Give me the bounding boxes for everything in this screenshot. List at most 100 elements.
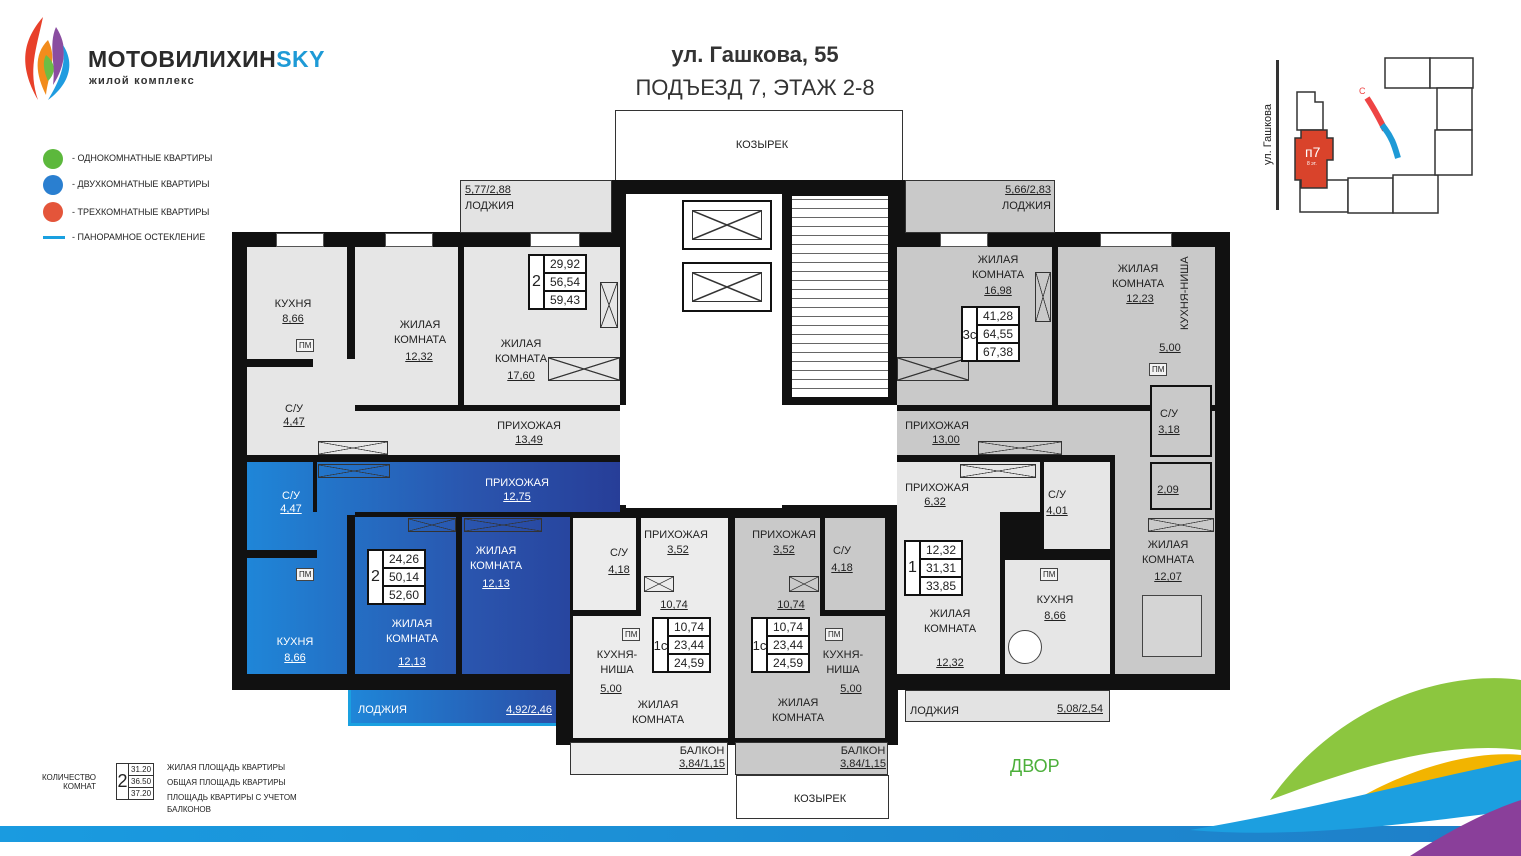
bathroom: [247, 367, 313, 455]
street-line: [1276, 60, 1279, 210]
room-area: 5,00: [1159, 342, 1181, 354]
key-description: ЖИЛАЯ ПЛОЩАДЬ КВАРТИРЫ: [167, 763, 286, 772]
room-area: 8,66: [282, 313, 304, 325]
hall-nook: [313, 359, 355, 455]
loggia: [348, 690, 556, 726]
room-label: КУХНЯ: [274, 298, 312, 310]
legend-dot-two-room: [43, 175, 63, 195]
decorative-swoosh-icon: [1190, 678, 1521, 856]
room-label: ЖИЛАЯ: [637, 699, 679, 711]
room-label: С/У: [1160, 408, 1178, 420]
room-label: ПРИХОЖАЯ: [485, 477, 549, 489]
living-area: 24,26: [384, 551, 424, 569]
room-area: 17,60: [507, 370, 535, 382]
wardrobe: [464, 518, 542, 532]
room-area: 4,47: [283, 416, 305, 428]
window: [530, 233, 580, 247]
loggia-area: 5,66/2,83: [1005, 184, 1051, 196]
loggia-area: 5,08/2,54: [1057, 703, 1103, 715]
key-description: БАЛКОНОВ: [167, 805, 211, 814]
balcony-label: БАЛКОН: [840, 745, 886, 757]
area-with-balcony: 67,38: [982, 345, 1014, 359]
room-area: 4,18: [831, 562, 853, 574]
bottom-band: [0, 826, 1521, 842]
room-label: ЖИЛАЯ: [977, 254, 1019, 266]
room-label: ПРИХОЖАЯ: [497, 420, 561, 432]
room-count: 2: [369, 551, 384, 603]
key-label-line: КОЛИЧЕСТВО: [41, 773, 96, 782]
room-label: КУХНЯ-: [822, 649, 864, 661]
room-count: 2: [530, 256, 545, 308]
room-label: КОМНАТА: [385, 633, 439, 645]
key-balcony-area: 37.20: [131, 789, 152, 798]
total-area: 56,54: [545, 274, 585, 292]
room-area: 5,00: [600, 683, 622, 695]
living-area: 12,32: [921, 542, 961, 560]
loggia-area: 5,77/2,88: [465, 184, 511, 196]
key-description: ОБЩАЯ ПЛОЩАДЬ КВАРТИРЫ: [167, 778, 286, 787]
room-count: 1с: [654, 619, 669, 671]
area-with-balcony: 59,43: [549, 293, 581, 307]
room-label: С/У: [833, 545, 851, 557]
room-label: КОМНАТА: [1111, 278, 1165, 290]
total-area: 64,55: [978, 326, 1018, 344]
dishwasher-label: ПМ: [296, 568, 315, 581]
room-label: ЖИЛАЯ: [475, 545, 517, 557]
total-area: 31,31: [921, 560, 961, 578]
wall: [456, 515, 462, 675]
room-label: КОМНАТА: [1141, 554, 1195, 566]
wall: [355, 512, 570, 517]
canopy-bottom-label: КОЗЫРЕК: [793, 793, 847, 805]
balcony-area: 3,84/1,15: [679, 758, 725, 770]
wardrobe: [897, 357, 969, 381]
wardrobe: [600, 282, 618, 328]
legend-label: - ПАНОРАМНОЕ ОСТЕКЛЕНИЕ: [72, 232, 206, 242]
logo-accent: SKY: [276, 46, 326, 72]
room-label: ПРИХОЖАЯ: [752, 529, 816, 541]
room-label: ЖИЛАЯ: [929, 608, 971, 620]
room-label: С/У: [610, 547, 628, 559]
room-area: 6,32: [924, 496, 946, 508]
wall: [573, 610, 641, 616]
wardrobe: [978, 441, 1062, 455]
logo-name: МОТОВИЛИХИН: [88, 46, 277, 72]
wall: [636, 518, 641, 613]
wardrobe: [1035, 272, 1051, 322]
flame-logo-icon: [25, 17, 70, 100]
room-area: 12,13: [398, 656, 426, 668]
room-area: 12,32: [936, 657, 964, 669]
room-area: 5,00: [840, 683, 862, 695]
room-area: 12,75: [503, 491, 531, 503]
room-count: 3с: [963, 308, 978, 360]
room-label: КОМНАТА: [631, 714, 685, 726]
loggia-area: 4,92/2,46: [506, 704, 552, 716]
room-label: КОМНАТА: [393, 334, 447, 346]
wardrobe: [318, 441, 388, 455]
room-label: НИША: [600, 664, 634, 676]
total-area: 50,14: [384, 569, 424, 587]
window: [940, 233, 988, 247]
room-label: ЖИЛАЯ: [399, 319, 441, 331]
dishwasher-label: ПМ: [296, 339, 315, 352]
room-area: 3,52: [773, 544, 795, 556]
loggia: [460, 180, 612, 233]
section-label: п7: [1305, 144, 1321, 160]
kitchen-living-room: [1058, 247, 1215, 405]
room-area: 12,07: [1154, 571, 1182, 583]
room-label: ПРИХОЖАЯ: [905, 420, 969, 432]
area-with-balcony: 52,60: [388, 588, 420, 602]
area-with-balcony: 24,59: [772, 656, 804, 670]
room-area: 12,32: [405, 351, 433, 363]
compass-label: С: [1359, 86, 1366, 96]
page-subtitle: ПОДЪЕЗД 7, ЭТАЖ 2-8: [635, 75, 875, 100]
wardrobe: [1148, 518, 1214, 532]
room-area: 13,00: [932, 434, 960, 446]
toilet: [1150, 462, 1212, 510]
room-label: ПРИХОЖАЯ: [905, 482, 969, 494]
